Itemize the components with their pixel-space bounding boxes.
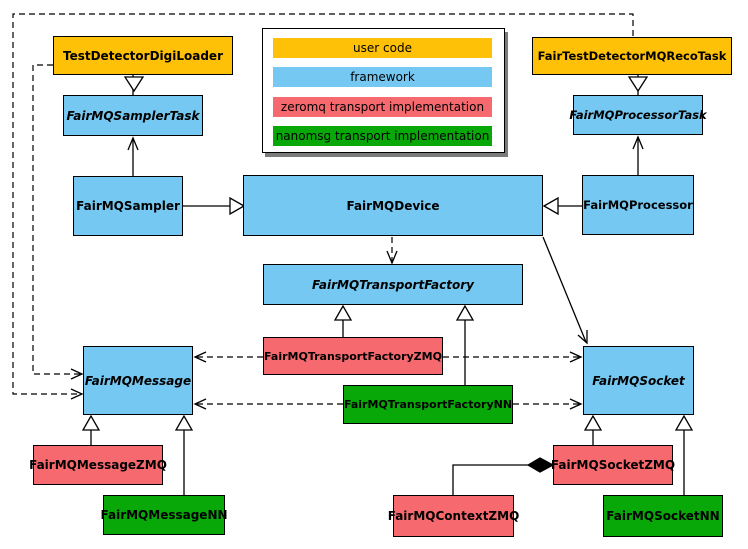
edge-messagenn-message-generalization xyxy=(174,414,194,495)
legend-item-nanomsg: nanomsg transport implementation xyxy=(273,126,492,146)
edge-transportfactoryzmq-transportfactory-generalization xyxy=(333,304,353,337)
legend-label-user-code: user code xyxy=(353,41,412,55)
class-fairmqmessagenn: FairMQMessageNN xyxy=(100,495,228,535)
class-fairmqsampler: FairMQSampler xyxy=(73,176,183,236)
legend-label-nanomsg: nanomsg transport implementation xyxy=(275,129,490,143)
class-fairmqtransportfactory: FairMQTransportFactory xyxy=(263,264,523,305)
class-fairmqmessage: FairMQMessage xyxy=(83,346,193,415)
class-fairmqmessagezmq: FairMQMessageZMQ xyxy=(29,445,167,485)
class-fairmqsocketzmq: FairMQSocketZMQ xyxy=(551,445,675,485)
edge-digiloader-message-dependency xyxy=(32,64,84,380)
edge-transportfactoryzmq-message-dependency xyxy=(193,351,263,363)
class-fairmqdevice: FairMQDevice xyxy=(243,175,543,236)
edge-processor-device-generalization xyxy=(542,196,582,216)
legend: user code framework zeromq transport imp… xyxy=(262,28,505,153)
class-fairmqsocket: FairMQSocket xyxy=(583,346,694,415)
edge-recotask-message-dependency xyxy=(12,13,634,400)
legend-label-zeromq: zeromq transport implementation xyxy=(280,100,485,114)
class-testdetectordigiloader: TestDetectorDigiLoader xyxy=(53,36,233,75)
class-fairmqsamplertask: FairMQSamplerTask xyxy=(63,95,203,136)
edge-device-transportfactory-dependency xyxy=(386,237,398,265)
legend-label-framework: framework xyxy=(350,70,415,84)
edge-recotask-processortask-generalization xyxy=(627,75,649,95)
edge-sampler-device-generalization xyxy=(183,196,246,216)
edge-messagezmq-message-generalization xyxy=(81,414,101,445)
edge-transportfactorynn-socket-dependency xyxy=(513,398,583,410)
edge-transportfactorynn-transportfactory-generalization xyxy=(455,304,475,385)
edge-processor-processortask-association xyxy=(632,135,644,175)
legend-item-zeromq: zeromq transport implementation xyxy=(273,97,492,117)
edge-transportfactorynn-message-dependency xyxy=(193,398,343,410)
edge-contextzmq-socketzmq-composition xyxy=(452,457,555,495)
class-fairmqtransportfactorynn: FairMQTransportFactoryNN xyxy=(343,385,513,424)
legend-item-framework: framework xyxy=(273,67,492,87)
edge-digiloader-samplertask-generalization xyxy=(123,75,145,95)
class-fairtestdetectormqrecotask: FairTestDetectorMQRecoTask xyxy=(532,37,732,75)
class-fairmqcontextzmq: FairMQContextZMQ xyxy=(388,495,519,537)
class-fairmqprocessor: FairMQProcessor xyxy=(582,175,694,235)
edge-device-socket-association xyxy=(542,236,588,345)
class-fairmqprocessortask: FairMQProcessorTask xyxy=(569,95,707,135)
edge-sampler-samplertask-association xyxy=(127,136,139,176)
class-fairmqsocketnn: FairMQSocketNN xyxy=(603,495,723,537)
edge-socketnn-socket-generalization xyxy=(674,414,694,495)
edge-transportfactoryzmq-socket-dependency xyxy=(443,351,583,363)
class-fairmqtransportfactoryzmq: FairMQTransportFactoryZMQ xyxy=(263,337,443,375)
edge-socketzmq-socket-generalization xyxy=(583,414,603,445)
legend-item-user-code: user code xyxy=(273,38,492,58)
